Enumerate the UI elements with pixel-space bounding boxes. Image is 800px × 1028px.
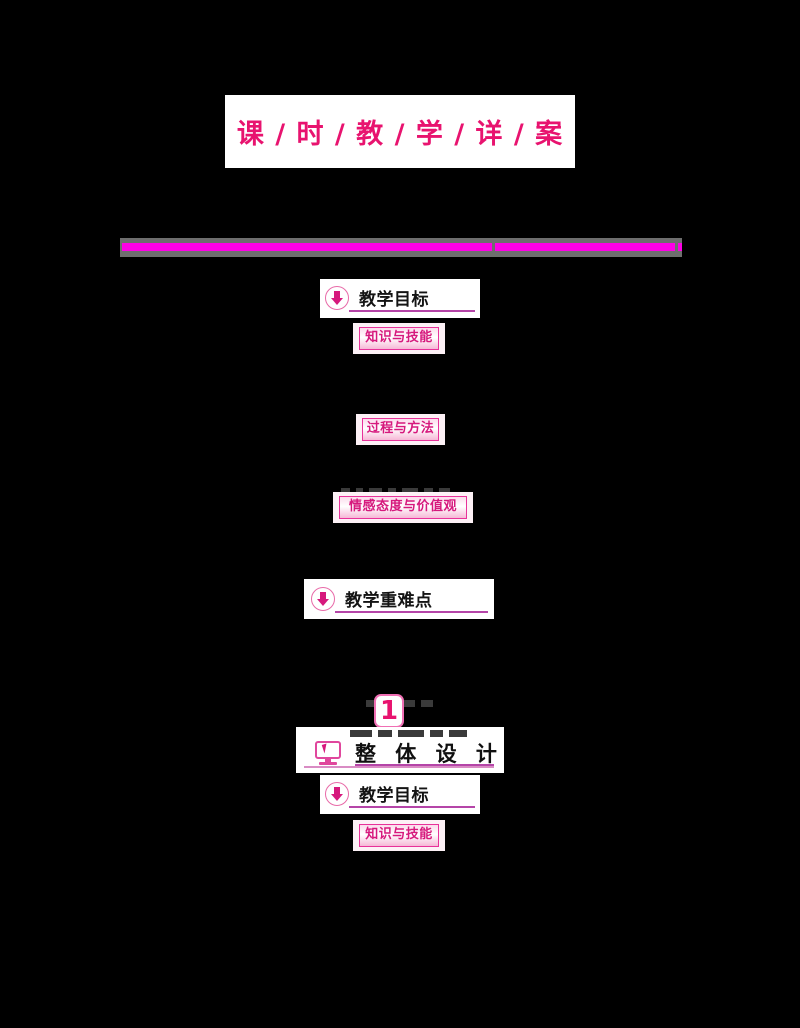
badge-label: 过程与方法 [362, 418, 439, 441]
heading-underline [335, 611, 488, 613]
badge-label: 知识与技能 [359, 327, 439, 350]
ghost-block [388, 488, 396, 495]
redacted-ghost-row [341, 488, 450, 495]
monitor-stand [325, 759, 331, 762]
heading-key-difficult-points: 教学重难点 [311, 586, 433, 611]
badge-label: 情感态度与价值观 [339, 496, 467, 519]
heading-label: 教学目标 [359, 290, 429, 310]
redacted-heading-bar [120, 238, 682, 257]
document-title-band: 课 / 时 / 教 / 学 / 详 / 案 [225, 95, 575, 168]
badge-knowledge-skills-1: 知识与技能 [353, 323, 445, 354]
ghost-block [439, 488, 450, 495]
heading-underline [349, 310, 475, 312]
ghost-block [449, 730, 467, 737]
heading-label: 整 体 设 计 [355, 742, 503, 766]
ghost-block [424, 488, 433, 495]
page-title: 课 / 时 / 教 / 学 / 详 / 案 [236, 119, 564, 150]
heading-overall-design: 整 体 设 计 [315, 738, 503, 768]
badge-label: 知识与技能 [359, 824, 439, 847]
section-number-box: 1 [374, 694, 404, 728]
monitor-cursor-icon [315, 741, 341, 765]
ghost-block [430, 730, 443, 737]
ghost-block [398, 730, 424, 737]
ghost-block [350, 730, 372, 737]
ghost-block [356, 488, 363, 495]
redacted-ink-segment [495, 243, 675, 251]
ghost-block [402, 488, 418, 495]
redacted-ghost-row [350, 730, 467, 737]
heading-underline [349, 806, 475, 808]
heading-label: 教学重难点 [345, 591, 433, 611]
heading-teaching-objectives-2: 教学目标 [325, 781, 429, 806]
heading-underline [304, 766, 494, 768]
down-arrow-circle-icon [311, 586, 335, 611]
badge-emotion-attitude-values-1: 情感态度与价值观 [333, 492, 473, 523]
down-arrow-circle-icon [325, 781, 349, 806]
monitor-base [319, 762, 337, 765]
heading-label: 教学目标 [359, 786, 429, 806]
ghost-block [421, 700, 433, 707]
ghost-block [341, 488, 350, 495]
badge-process-method-1: 过程与方法 [356, 414, 445, 445]
ghost-block [378, 730, 392, 737]
heading-teaching-objectives-1: 教学目标 [325, 285, 429, 310]
ghost-block [369, 488, 382, 495]
badge-knowledge-skills-2: 知识与技能 [353, 820, 445, 851]
redacted-ink-segment [122, 243, 492, 251]
ghost-block [366, 700, 379, 707]
monitor-screen [315, 741, 341, 759]
section-number: 1 [379, 696, 399, 726]
redacted-ink-segment [678, 243, 682, 251]
down-arrow-circle-icon [325, 285, 349, 310]
heading-underline-accent [355, 764, 494, 766]
